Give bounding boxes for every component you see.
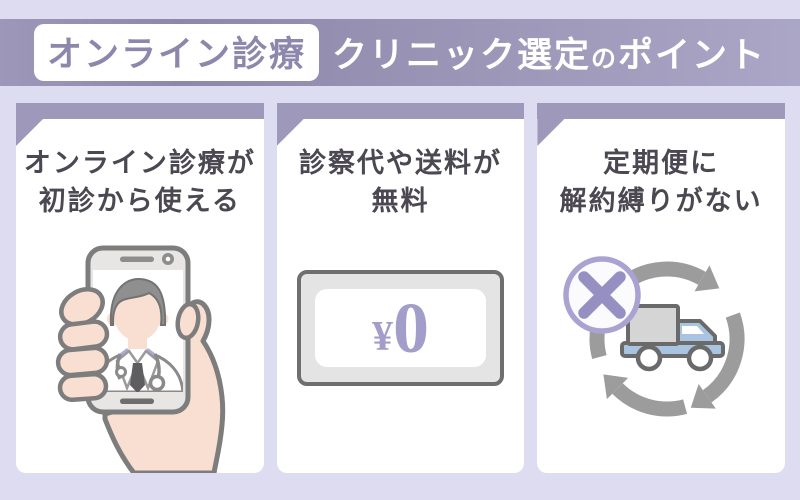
card-header-strip: [16, 103, 264, 119]
speaker-slot-icon: [119, 256, 154, 262]
card-first-visit: オンライン診療が 初診から使える: [16, 103, 264, 473]
bill-face: ¥ 0: [315, 289, 486, 367]
wheel-icon: [635, 344, 662, 372]
hand-icon: [102, 299, 225, 473]
card-header-strip: [276, 103, 525, 119]
card-title-line1: オンライン診療が: [23, 148, 256, 178]
header-banner: オンライン診療 クリニック選定のポイント: [0, 19, 800, 86]
card-no-cancellation-lock: 定期便に 解約縛りがない: [537, 103, 786, 473]
card-body: オンライン診療が 初診から使える: [16, 119, 264, 473]
card-title-line2: 解約縛りがない: [559, 186, 763, 216]
card-title-line1: 診察代や送料が: [299, 148, 502, 178]
card-free-fees: 診察代や送料が 無料 ¥ 0: [276, 103, 525, 473]
x-mark-icon: [562, 256, 641, 334]
tie-icon: [129, 363, 145, 392]
cards-row: オンライン診療が 初診から使える: [16, 103, 786, 473]
hair-icon: [109, 277, 166, 326]
card-body: 定期便に 解約縛りがない: [537, 119, 786, 473]
no-cancellation-cycle-icon: [562, 256, 745, 417]
truck-icon: [619, 304, 725, 372]
price-amount: 0: [393, 288, 429, 368]
wheel-icon: [686, 344, 713, 372]
card-title-line2: 初診から使える: [38, 186, 241, 216]
card-title-line2: 無料: [371, 186, 430, 216]
card-body: 診察代や送料が 無料 ¥ 0: [276, 119, 525, 473]
page-title: クリニック選定のポイント: [332, 27, 766, 78]
header-badge: オンライン診療: [33, 24, 319, 81]
page-title-suffix: ポイント: [618, 36, 767, 75]
zero-yen-bill-icon: ¥ 0: [297, 270, 504, 386]
page-title-particle: の: [591, 46, 619, 73]
card-title-line1: 定期便に: [603, 148, 720, 178]
card-header-strip: [537, 103, 786, 119]
home-bar-icon: [119, 398, 154, 404]
smartphone-doctor-icon: [55, 245, 225, 473]
currency-symbol: ¥: [372, 314, 393, 360]
card-title: 診察代や送料が 無料: [283, 144, 519, 220]
fingers-icon: [55, 287, 201, 403]
doctor-avatar: [92, 277, 183, 392]
header-badge-label: オンライン診療: [46, 35, 306, 74]
card-title: オンライン診療が 初診から使える: [22, 144, 258, 220]
page-title-prefix: クリニック選定: [331, 36, 591, 75]
card-title: 定期便に 解約縛りがない: [543, 144, 779, 220]
